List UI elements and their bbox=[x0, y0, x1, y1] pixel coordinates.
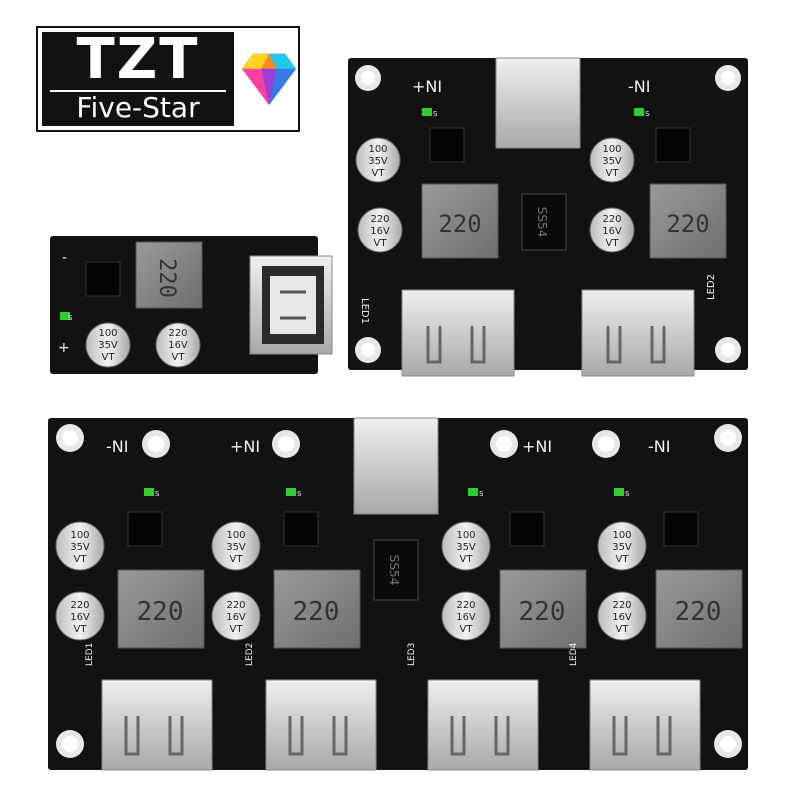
large-s-label-1: S bbox=[155, 490, 160, 498]
large-cap-b2-line3: VT bbox=[230, 624, 244, 635]
medium-cap-b2-line2: 16V bbox=[602, 226, 622, 237]
large-cap-a3-line1: 100 bbox=[456, 530, 475, 541]
small-cap-b-line2: 16V bbox=[168, 340, 188, 351]
medium-inductor-2-label: 220 bbox=[666, 210, 709, 238]
medium-s-label-2: S bbox=[645, 110, 650, 118]
medium-in-minus-label: -NI bbox=[628, 77, 650, 96]
logo-line2: Five-Star bbox=[76, 91, 200, 124]
small-cap-a-line3: VT bbox=[102, 352, 116, 363]
medium-s-label-1: S bbox=[433, 110, 438, 118]
large-s-label-3: S bbox=[479, 490, 484, 498]
large-cap-b3-line3: VT bbox=[460, 624, 474, 635]
small-cap-a-line2: 35V bbox=[98, 340, 118, 351]
large-cap-a3-line2: 35V bbox=[456, 542, 476, 553]
large-inductor-1-label: 220 bbox=[137, 597, 184, 627]
large-label-3: +NI bbox=[522, 437, 552, 456]
large-led1-label: LED1 bbox=[85, 643, 95, 666]
small-board: 220 100 35V VT 220 16V VT - + S bbox=[50, 236, 333, 374]
brand-logo: TZT Five-Star bbox=[36, 26, 300, 132]
large-cap-b2-line1: 220 bbox=[226, 600, 245, 611]
logo-divider bbox=[50, 90, 226, 92]
large-label-4: -NI bbox=[648, 437, 670, 456]
large-cap-a4-line1: 100 bbox=[612, 530, 631, 541]
small-cap-b-line1: 220 bbox=[168, 328, 187, 339]
large-cap-a3-line3: VT bbox=[460, 554, 474, 565]
logo-line1: TZT bbox=[76, 27, 200, 92]
large-cap-a2-line1: 100 bbox=[226, 530, 245, 541]
medium-cap-a2-line3: VT bbox=[606, 168, 620, 179]
small-minus-label: - bbox=[62, 250, 67, 266]
large-cap-b4-line3: VT bbox=[616, 624, 630, 635]
large-cap-a1-line1: 100 bbox=[70, 530, 89, 541]
medium-in-plus-label: +NI bbox=[412, 77, 442, 96]
large-cap-a4-line2: 35V bbox=[612, 542, 632, 553]
large-inductor-3-label: 220 bbox=[519, 597, 566, 627]
large-diode-label: SS54 bbox=[387, 555, 401, 586]
medium-cap-a2-line1: 100 bbox=[602, 144, 621, 155]
logo-text-panel: TZT Five-Star bbox=[42, 28, 234, 126]
large-cap-a2-line2: 35V bbox=[226, 542, 246, 553]
small-cap-a-line1: 100 bbox=[98, 328, 117, 339]
medium-cap-b2-line1: 220 bbox=[602, 214, 621, 225]
large-cap-b3-line2: 16V bbox=[456, 612, 476, 623]
small-inductor-label: 220 bbox=[154, 258, 179, 298]
medium-led1-label: LED1 bbox=[359, 298, 370, 324]
small-cap-b-line3: VT bbox=[172, 352, 186, 363]
large-cap-a2-line3: VT bbox=[230, 554, 244, 565]
large-cap-b1-line1: 220 bbox=[70, 600, 89, 611]
medium-cap-b2-line3: VT bbox=[606, 238, 620, 249]
medium-cap-a1-line1: 100 bbox=[368, 144, 387, 155]
large-cap-b4-line1: 220 bbox=[612, 600, 631, 611]
large-s-label-4: S bbox=[625, 490, 630, 498]
medium-cap-b1-line2: 16V bbox=[370, 226, 390, 237]
large-cap-a1-line2: 35V bbox=[70, 542, 90, 553]
large-board: -NI +NI +NI -NI SS54 220 100 35V VT 220 … bbox=[48, 417, 748, 771]
medium-board: +NI -NI 220 220 SS54 100 35V VT 220 16V … bbox=[348, 57, 748, 377]
large-cap-a1-line3: VT bbox=[74, 554, 88, 565]
large-s-label-2: S bbox=[297, 490, 302, 498]
large-cap-b4-line2: 16V bbox=[612, 612, 632, 623]
large-led4-label: LED4 bbox=[569, 642, 579, 666]
medium-cap-b1-line1: 220 bbox=[370, 214, 389, 225]
small-s-label: S bbox=[68, 314, 73, 322]
large-cap-b2-line2: 16V bbox=[226, 612, 246, 623]
large-cap-b3-line1: 220 bbox=[456, 600, 475, 611]
large-inductor-2-label: 220 bbox=[293, 597, 340, 627]
medium-cap-b1-line3: VT bbox=[374, 238, 388, 249]
diamond-gem-icon bbox=[242, 53, 296, 105]
medium-cap-a1-line3: VT bbox=[372, 168, 386, 179]
large-cap-b1-line2: 16V bbox=[70, 612, 90, 623]
large-label-2: +NI bbox=[230, 437, 260, 456]
medium-cap-a1-line2: 35V bbox=[368, 156, 388, 167]
medium-cap-a2-line2: 35V bbox=[602, 156, 622, 167]
medium-diode-label: SS54 bbox=[535, 207, 549, 238]
large-led3-label: LED3 bbox=[407, 643, 417, 666]
medium-inductor-1-label: 220 bbox=[438, 210, 481, 238]
small-plus-label: + bbox=[58, 340, 70, 356]
large-cap-b1-line3: VT bbox=[74, 624, 88, 635]
large-cap-a4-line3: VT bbox=[616, 554, 630, 565]
large-label-1: -NI bbox=[106, 437, 128, 456]
large-inductor-4-label: 220 bbox=[675, 597, 722, 627]
medium-led2-label: LED2 bbox=[706, 274, 717, 300]
large-led2-label: LED2 bbox=[245, 643, 255, 666]
